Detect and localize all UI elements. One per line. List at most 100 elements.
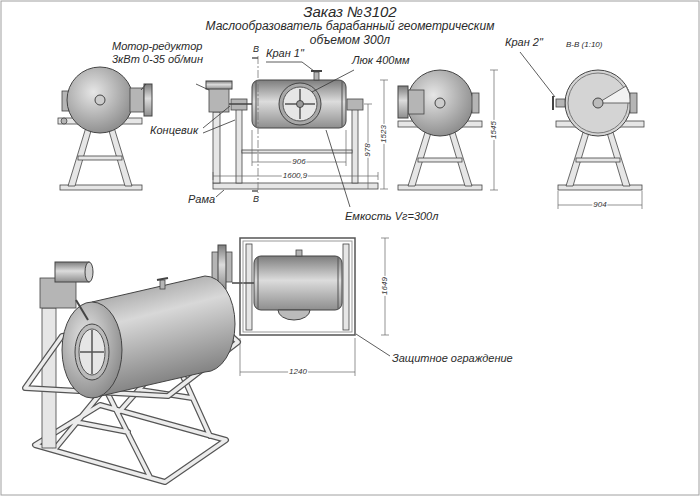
leader-lines: [216, 190, 224, 197]
end-view-left: [58, 67, 152, 190]
end-view-right: [398, 86, 408, 118]
end-view-right: [490, 190, 498, 191]
callout-label: Защитное ограждение: [392, 352, 513, 365]
isometric-view: [42, 308, 56, 448]
end-view-left: [61, 118, 67, 124]
section-view: [553, 70, 644, 209]
leader-lines: [196, 84, 209, 90]
end-view-right: [472, 93, 479, 113]
side-view: [352, 108, 358, 183]
end-view-left: [67, 67, 133, 133]
end-view-right: [407, 70, 473, 136]
sheet-title: Заказ №3102: [303, 3, 396, 21]
end-view-right: [398, 70, 498, 190]
isometric-view: [157, 278, 168, 280]
top-view: [296, 250, 302, 256]
leader-lines: [326, 130, 350, 207]
leader-lines: [203, 120, 235, 133]
leader-lines: [520, 52, 555, 97]
isometric-view: [25, 262, 238, 482]
side-view: [229, 103, 252, 105]
side-view: [252, 130, 253, 166]
isometric-view: [79, 329, 105, 375]
section-view: [556, 99, 565, 107]
top-view: [343, 244, 349, 330]
dimension-value: 978: [363, 142, 372, 157]
section-view: [576, 158, 620, 162]
top-view: [212, 238, 389, 376]
isometric-view: [55, 262, 89, 282]
top-view: [243, 241, 352, 332]
top-view: [355, 338, 356, 376]
side-view: [256, 81, 257, 127]
callout-label: Рама: [188, 193, 215, 206]
side-view: [279, 83, 321, 125]
leader-lines: [356, 334, 390, 356]
callout-label: Люк 400мм: [352, 54, 410, 67]
callout-label: Кран 2": [505, 36, 543, 49]
end-view-right: [408, 126, 433, 186]
side-view: [213, 183, 378, 189]
side-view: [258, 56, 259, 193]
dimension-value: 1649: [380, 276, 389, 296]
dimension-value: 1523: [379, 124, 388, 144]
section-view: [558, 191, 559, 209]
section-view: [630, 93, 637, 113]
isometric-view: [160, 280, 165, 289]
top-view: [246, 244, 252, 330]
leader-lines: [312, 70, 354, 92]
end-view-left: [68, 124, 93, 186]
side-view: [252, 57, 258, 58]
leader-lines: [141, 52, 555, 356]
side-view: [283, 87, 317, 121]
top-view: [258, 257, 259, 309]
side-view: [206, 56, 388, 193]
end-view-right: [447, 126, 472, 186]
isometric-view: [76, 300, 88, 320]
callout-label: Емкость Vг=300л: [345, 210, 438, 223]
callout-label: Кран 1": [266, 47, 304, 60]
end-view-right: [435, 98, 445, 108]
dimension-value: 1600,9: [282, 171, 308, 180]
side-view: [252, 80, 346, 128]
side-view: [297, 101, 304, 108]
section-marker: В: [253, 44, 259, 55]
leader-lines: [203, 106, 230, 128]
section-view: [552, 96, 554, 110]
section-view: [605, 126, 630, 186]
top-view: [338, 257, 339, 309]
end-view-right: [408, 90, 424, 114]
top-view: [240, 238, 355, 335]
end-view-right: [490, 70, 498, 71]
side-view: [236, 108, 242, 183]
subtitle: Маслообразователь барабанный геометричес…: [200, 19, 500, 47]
end-view-left: [78, 156, 122, 160]
leader-lines: [266, 62, 314, 71]
side-view: [206, 81, 232, 89]
top-view: [381, 238, 389, 239]
callout-label: Мотор-редуктор 3кВт 0-35 об/мин: [112, 40, 208, 66]
section-view: [642, 191, 643, 209]
top-view: [381, 335, 389, 336]
end-view-right: [418, 158, 462, 162]
side-view: [380, 189, 388, 190]
section-view: [598, 86, 631, 103]
side-view: [380, 80, 388, 81]
top-view: [254, 256, 342, 310]
isometric-view: [91, 330, 93, 374]
end-view-left: [130, 88, 144, 112]
dimension-value: 904: [592, 200, 607, 209]
section-marker: В: [253, 194, 259, 205]
section-view: [566, 126, 591, 186]
isometric-view: [85, 262, 93, 282]
side-view: [213, 112, 220, 183]
top-view: [278, 310, 310, 320]
side-view: [213, 172, 214, 180]
end-view-left: [95, 95, 105, 105]
dimension-value: 1240: [288, 367, 308, 376]
isometric-view: [62, 302, 122, 398]
